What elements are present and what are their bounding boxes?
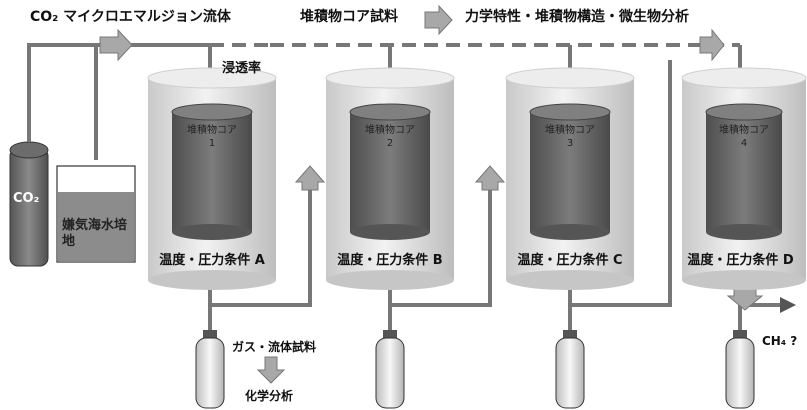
chem-label: 化学分析 — [245, 389, 294, 403]
down-arrow-chem — [256, 356, 286, 384]
analysis-label: 力学特性・堆積物構造・微生物分析 — [465, 9, 689, 25]
condition-b: 温度・圧力条件 B — [337, 253, 443, 268]
flow-arrow-1 — [99, 28, 133, 62]
vessel-4 — [681, 67, 807, 290]
ch4-label: CH₄ ? — [762, 334, 798, 348]
sample-bottle-4 — [725, 330, 755, 409]
sample-arrow — [424, 4, 453, 36]
condition-d: 温度・圧力条件 D — [687, 253, 794, 268]
sample-bottle-3 — [555, 330, 585, 409]
flow-pipes — [27, 43, 790, 330]
top-right-arrow — [699, 28, 725, 62]
co2-tank — [9, 141, 49, 267]
vessel-2 — [325, 67, 455, 290]
sample-label: 堆積物コア試料 — [300, 9, 398, 25]
flow-label: CO₂ マイクロエマルジョン流体 — [30, 9, 231, 25]
up-arrow-1 — [294, 165, 326, 191]
sample-bottle-1 — [195, 330, 225, 409]
sample-bottle-2 — [375, 330, 405, 409]
block-arrows — [99, 4, 764, 384]
permeability-label: 浸透率 — [222, 61, 262, 76]
gas-fluid-label: ガス・流体試料 — [232, 340, 317, 354]
medium-bath — [56, 165, 136, 263]
condition-c: 温度・圧力条件 C — [517, 253, 623, 268]
vessel-3 — [505, 67, 635, 290]
medium-label: 嫌気海水培地 — [62, 218, 128, 249]
up-arrow-2 — [474, 165, 506, 191]
co2-tank-label: CO₂ — [13, 191, 40, 206]
condition-a: 温度・圧力条件 A — [159, 253, 265, 268]
vessel-1 — [147, 67, 277, 290]
